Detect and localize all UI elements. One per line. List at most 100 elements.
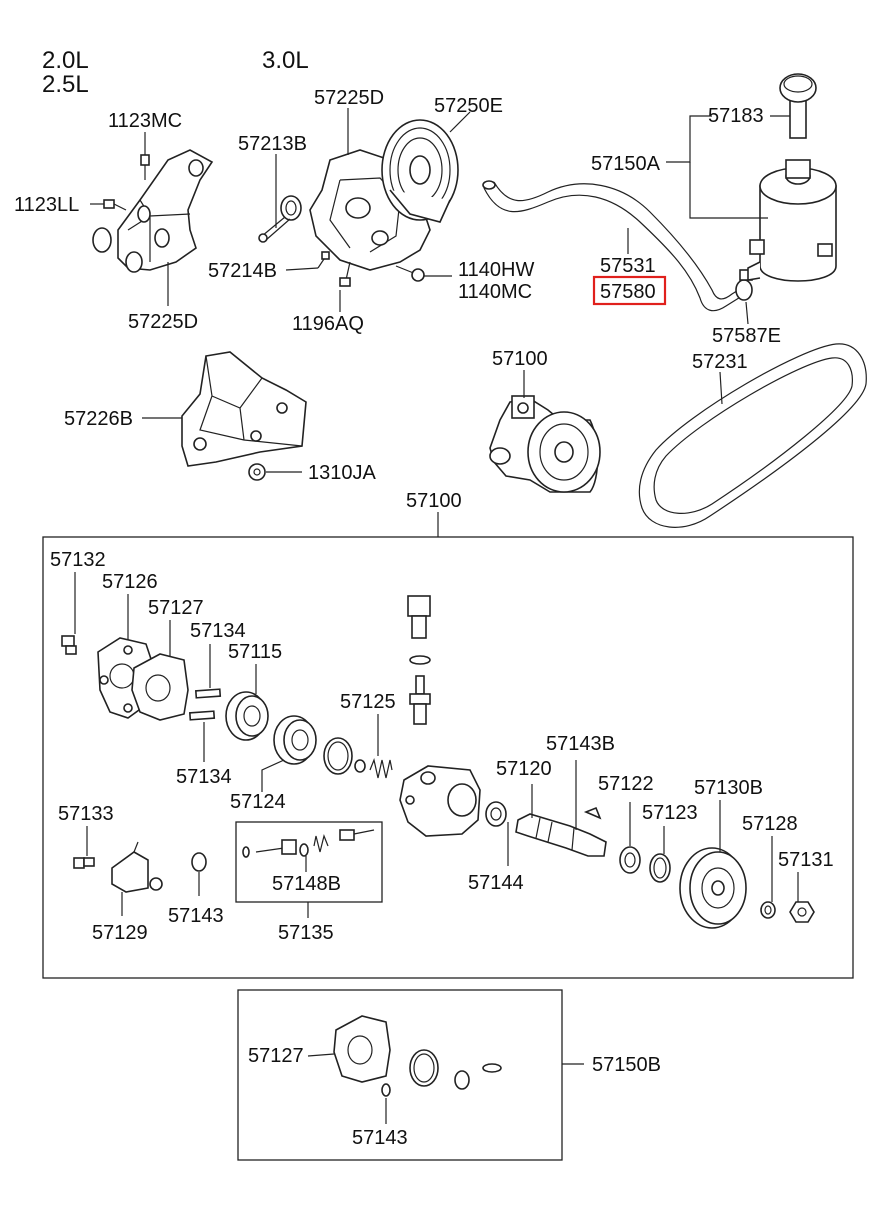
key-57143b[interactable] bbox=[583, 806, 602, 820]
cam-ring-57124[interactable] bbox=[273, 715, 317, 765]
leader-57587e bbox=[745, 301, 749, 325]
label-57134-b[interactable]: 57134 bbox=[176, 766, 232, 788]
label-57150a[interactable]: 57150A bbox=[591, 153, 661, 175]
label-57143-kit[interactable]: 57143 bbox=[352, 1127, 408, 1149]
o-ring-small[interactable] bbox=[354, 759, 366, 773]
highlight-box-57580 bbox=[592, 275, 667, 306]
pump-body[interactable] bbox=[399, 765, 481, 837]
bracket-57225d-left[interactable] bbox=[92, 149, 214, 273]
nut-57131[interactable] bbox=[789, 901, 815, 923]
shaft-57120[interactable] bbox=[515, 813, 607, 857]
label-57126[interactable]: 57126 bbox=[102, 571, 158, 593]
valve-kit-parts[interactable] bbox=[242, 829, 375, 858]
o-ring-fitting[interactable] bbox=[409, 655, 431, 665]
label-57100-box[interactable]: 57100 bbox=[406, 490, 462, 512]
leader-57250e bbox=[449, 111, 471, 133]
label-57531[interactable]: 57531 bbox=[600, 255, 656, 277]
rotor-57115[interactable] bbox=[225, 691, 269, 741]
bolt-57214b[interactable] bbox=[317, 251, 330, 269]
clamp-57587e[interactable] bbox=[735, 269, 753, 301]
ring-57143-kit[interactable] bbox=[381, 1083, 391, 1097]
bolt-1196aq[interactable] bbox=[339, 261, 351, 287]
label-57115[interactable]: 57115 bbox=[228, 641, 282, 663]
spring-57125[interactable] bbox=[369, 757, 393, 779]
bracket-57226b[interactable] bbox=[181, 351, 307, 467]
label-57250e[interactable]: 57250E bbox=[434, 95, 503, 117]
label-57120[interactable]: 57120 bbox=[496, 758, 552, 780]
label-57124[interactable]: 57124 bbox=[230, 791, 286, 813]
label-57123[interactable]: 57123 bbox=[642, 802, 698, 824]
label-57213b[interactable]: 57213B bbox=[238, 133, 307, 155]
pump-assembly-57100[interactable] bbox=[489, 395, 601, 493]
label-57231[interactable]: 57231 bbox=[692, 351, 748, 373]
label-57135[interactable]: 57135 bbox=[278, 922, 334, 944]
label-57144[interactable]: 57144 bbox=[468, 872, 524, 894]
engine-label-2-0: 2.0L bbox=[42, 47, 89, 74]
label-57143b[interactable]: 57143B bbox=[546, 733, 615, 755]
bolt-1140hw[interactable] bbox=[395, 265, 425, 282]
label-1140mc[interactable]: 1140MC bbox=[458, 281, 532, 303]
leader-57150a-top bbox=[666, 115, 712, 163]
label-57214b[interactable]: 57214B bbox=[208, 260, 277, 282]
part-57213b[interactable] bbox=[258, 195, 302, 243]
leader-57124 bbox=[261, 759, 285, 792]
pulley-57250e[interactable] bbox=[381, 119, 459, 223]
label-57128[interactable]: 57128 bbox=[742, 813, 798, 835]
label-57580[interactable]: 57580 bbox=[600, 281, 656, 303]
o-ring-kit-large[interactable] bbox=[409, 1049, 439, 1087]
label-57225d-bottom[interactable]: 57225D bbox=[128, 311, 198, 333]
label-57100-pump[interactable]: 57100 bbox=[492, 348, 548, 370]
gasket-57127[interactable] bbox=[131, 653, 189, 721]
leader-57127-kit bbox=[307, 1053, 335, 1057]
label-57127-kit[interactable]: 57127 bbox=[248, 1045, 304, 1067]
label-57125[interactable]: 57125 bbox=[340, 691, 396, 713]
washer-57128[interactable] bbox=[760, 901, 776, 919]
pin-57134-a[interactable] bbox=[194, 688, 222, 699]
bolt-1123ll[interactable] bbox=[103, 199, 127, 211]
label-57133[interactable]: 57133 bbox=[58, 803, 114, 825]
o-ring-kit-small[interactable] bbox=[454, 1070, 470, 1090]
label-57132[interactable]: 57132 bbox=[50, 549, 106, 571]
label-1123mc[interactable]: 1123MC bbox=[108, 110, 182, 132]
label-57148b[interactable]: 57148B bbox=[272, 873, 341, 895]
bolt-57133[interactable] bbox=[73, 857, 95, 869]
belt-57231[interactable] bbox=[638, 343, 867, 528]
o-ring-large[interactable] bbox=[323, 737, 353, 775]
label-57129[interactable]: 57129 bbox=[92, 922, 148, 944]
label-1140hw[interactable]: 1140HW bbox=[458, 259, 534, 281]
label-57134-a[interactable]: 57134 bbox=[190, 620, 246, 642]
seal-57122[interactable] bbox=[619, 846, 641, 874]
gasket-57127-kit[interactable] bbox=[333, 1015, 391, 1083]
engine-label-2-5: 2.5L bbox=[42, 71, 89, 98]
cap-57183[interactable] bbox=[779, 73, 817, 139]
hose-57531[interactable] bbox=[482, 180, 749, 312]
label-57127[interactable]: 57127 bbox=[148, 597, 204, 619]
label-57122[interactable]: 57122 bbox=[598, 773, 654, 795]
bushing-57144[interactable] bbox=[485, 801, 507, 827]
fitting-57129[interactable] bbox=[111, 841, 163, 893]
fitting-union[interactable] bbox=[407, 595, 431, 639]
ring-57143[interactable] bbox=[191, 852, 207, 872]
label-57587e[interactable]: 57587E bbox=[712, 325, 781, 347]
label-57226b[interactable]: 57226B bbox=[64, 408, 133, 430]
label-57143-a[interactable]: 57143 bbox=[168, 905, 224, 927]
valve-fitting[interactable] bbox=[409, 675, 431, 725]
label-57225d-top[interactable]: 57225D bbox=[314, 87, 384, 109]
leader-57214b bbox=[285, 267, 319, 271]
label-1196aq[interactable]: 1196AQ bbox=[292, 313, 364, 335]
bolt-57132[interactable] bbox=[61, 635, 77, 655]
pulley-57130b[interactable] bbox=[679, 847, 747, 929]
label-57130b[interactable]: 57130B bbox=[694, 777, 763, 799]
nut-1310ja[interactable] bbox=[248, 463, 266, 481]
label-1310ja[interactable]: 1310JA bbox=[308, 462, 376, 484]
label-57131[interactable]: 57131 bbox=[778, 849, 834, 871]
label-1123ll[interactable]: 1123LL bbox=[14, 194, 79, 216]
snap-ring-57123[interactable] bbox=[649, 853, 671, 883]
bolt-1123mc[interactable] bbox=[140, 154, 150, 180]
o-ring-kit-flat[interactable] bbox=[482, 1063, 502, 1073]
label-57183[interactable]: 57183 bbox=[708, 105, 764, 127]
label-57150b[interactable]: 57150B bbox=[592, 1054, 661, 1076]
reservoir-57150a[interactable] bbox=[747, 159, 837, 282]
pin-57134-b[interactable] bbox=[188, 710, 216, 721]
